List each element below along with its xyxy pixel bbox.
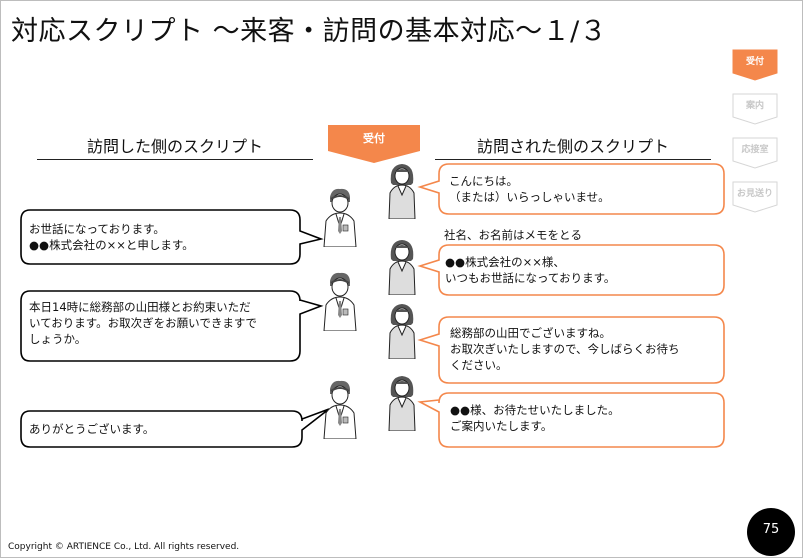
visitor-illustration-3 — [323, 380, 357, 439]
receptionist-bubble-3-shape — [417, 316, 725, 384]
receptionist-line-4-1: ●●様、お待たせいたしました。 — [450, 403, 620, 417]
visitor-bubble-3: ありがとうございます。 — [20, 408, 330, 448]
memo-note: 社名、お名前はメモをとる — [444, 228, 582, 242]
receptionist-illustration-1 — [388, 164, 416, 219]
tab-send-off-label: お見送り — [736, 189, 773, 199]
tab-guidance-label: 案内 — [745, 101, 764, 111]
visitor-illustration-2 — [323, 272, 357, 331]
visitor-line-3-1: ありがとうございます。 — [29, 422, 155, 436]
receptionist-bubble-3: 総務部の山田でございますね。 お取次ぎいたしますので、今しばらくお待ち ください… — [417, 316, 727, 384]
right-header-divider — [435, 159, 711, 160]
receptionist-line-1-2: （または）いらっしゃいませ。 — [449, 190, 610, 204]
visitor-bubble-3-shape — [20, 408, 330, 448]
tab-reception-room[interactable]: 応接室 — [732, 137, 778, 169]
tab-reception[interactable]: 受付 — [732, 49, 778, 81]
tab-reception-room-shape — [732, 137, 778, 169]
tab-guidance-shape — [732, 93, 778, 125]
left-header-divider — [37, 159, 313, 160]
receptionist-illustration-2 — [388, 240, 416, 295]
receptionist-bubble-2: ●●株式会社の××様、 いつもお世話になっております。 — [417, 244, 727, 296]
tab-reception-shape — [732, 49, 778, 81]
receptionist-bubble-2-shape — [417, 244, 725, 296]
center-badge-label: 受付 — [363, 132, 385, 145]
visitor-line-1-1: お世話になっております。 — [29, 222, 165, 236]
visitor-line-2-1: 本日14時に総務部の山田様とお約束いただ — [29, 300, 251, 314]
copyright-notice: Copyright © ARTIENCE Co., Ltd. All right… — [8, 542, 240, 552]
receptionist-illustration-4 — [388, 376, 416, 431]
visitor-illustration-1 — [323, 188, 357, 247]
center-reception-badge: 受付 — [328, 125, 420, 163]
tab-guidance[interactable]: 案内 — [732, 93, 778, 125]
receptionist-bubble-1-shape — [417, 163, 725, 215]
receptionist-line-2-2: いつもお世話になっております。 — [445, 271, 616, 285]
receptionist-line-3-3: ください。 — [450, 358, 508, 372]
receptionist-line-3-1: 総務部の山田でございますね。 — [450, 326, 611, 340]
center-badge-shape — [328, 125, 420, 163]
visitor-bubble-1-shape — [20, 209, 324, 265]
page-number-badge: 75 — [747, 508, 795, 556]
right-column-header: 訪問された側のスクリプト — [476, 137, 669, 156]
receptionist-bubble-1: こんにちは。 （または）いらっしゃいませ。 — [417, 163, 727, 215]
visitor-line-1-2: ●●株式会社の××と申します。 — [29, 238, 194, 252]
visitor-line-2-2: いております。お取次ぎをお願いできますで — [29, 316, 257, 330]
receptionist-line-1-1: こんにちは。 — [449, 174, 518, 188]
tab-send-off[interactable]: お見送り — [732, 181, 778, 213]
receptionist-illustration-3 — [388, 304, 416, 359]
visitor-bubble-2: 本日14時に総務部の山田様とお約束いただ いております。お取次ぎをお願いできます… — [20, 290, 324, 362]
receptionist-bubble-4-shape — [417, 392, 725, 448]
visitor-bubble-1: お世話になっております。 ●●株式会社の××と申します。 — [20, 209, 324, 265]
tab-reception-room-label: 応接室 — [741, 145, 769, 155]
visitor-line-2-3: しょうか。 — [29, 332, 87, 346]
left-column-header: 訪問した側のスクリプト — [86, 137, 263, 156]
receptionist-line-4-2: ご案内いたします。 — [450, 419, 553, 433]
visitor-bubble-2-shape — [20, 290, 324, 362]
tab-send-off-shape — [732, 181, 778, 213]
receptionist-line-2-1: ●●株式会社の××様、 — [445, 255, 565, 269]
receptionist-bubble-4: ●●様、お待たせいたしました。 ご案内いたします。 — [417, 392, 727, 448]
page-title: 対応スクリプト 〜来客・訪問の基本対応〜１/３ — [11, 16, 608, 47]
receptionist-line-3-2: お取次ぎいたしますので、今しばらくお待ち — [450, 342, 680, 356]
tab-reception-label: 受付 — [745, 57, 764, 67]
